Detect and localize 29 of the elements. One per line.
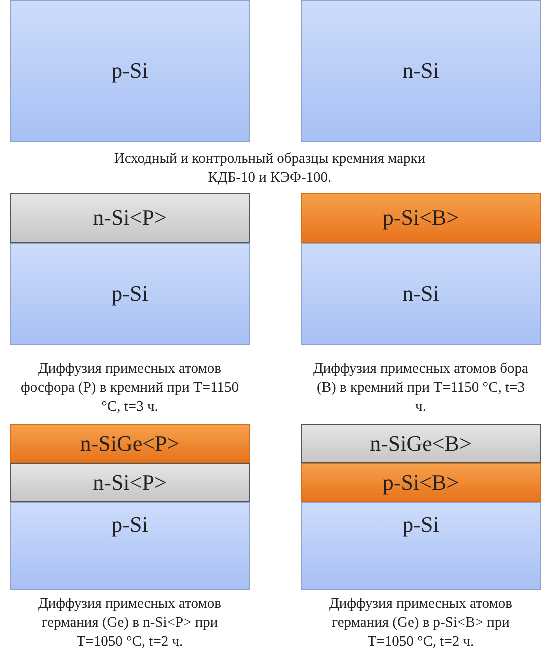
- layer-box: [301, 193, 541, 243]
- caption: Диффузия примесных атомов германия (Ge) в n-Si<P> при T=1050 °C, t=2 ч.: [37, 595, 223, 652]
- caption: Диффузия примесных атомов бора (B) в кремний при T=1150 °C, t=3 ч.: [312, 360, 530, 417]
- layer-box: [301, 502, 541, 590]
- layer-label: n-Si<P>: [93, 470, 167, 496]
- layer-label: p-Si: [112, 58, 148, 84]
- layer-box: [10, 193, 250, 243]
- layer-box: [10, 0, 250, 142]
- caption: Диффузия примесных атомов германия (Ge) в p-Si<B> при T=1050 °C, t=2 ч.: [328, 595, 514, 652]
- layer-box: [10, 502, 250, 590]
- layer-box: [10, 424, 250, 463]
- layer-label: p-Si: [112, 512, 148, 538]
- caption: Исходный и контрольный образцы кремния марки КДБ-10 и КЭФ-100.: [113, 150, 427, 188]
- layer-label: n-SiGe<P>: [80, 430, 180, 456]
- layer-box: [301, 424, 541, 463]
- layer-box: [301, 463, 541, 502]
- layer-box: [301, 243, 541, 345]
- layer-box: [10, 243, 250, 345]
- layer-label: n-Si<P>: [93, 205, 167, 231]
- layer-box: [10, 463, 250, 502]
- layer-label: n-Si: [402, 281, 440, 307]
- layer-label: n-SiGe<B>: [370, 430, 472, 456]
- layer-label: p-Si: [112, 281, 148, 307]
- layer-label: n-Si: [402, 58, 440, 84]
- layer-box: [301, 0, 541, 142]
- layer-label: p-Si: [402, 512, 440, 538]
- caption: Диффузия примесных атомов фосфора (P) в кремний при T=1150 °C, t=3 ч.: [20, 360, 240, 417]
- layer-label: p-Si<B>: [382, 205, 460, 231]
- layer-label: p-Si<B>: [382, 470, 460, 496]
